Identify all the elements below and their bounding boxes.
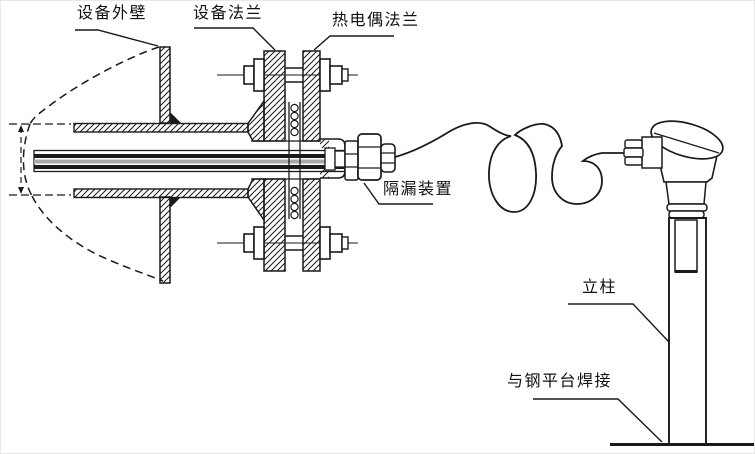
- dimension-bracket: [9, 123, 71, 196]
- label-weld-to-platform: 与钢平台焊接: [507, 373, 613, 390]
- label-leak-isolation-device: 隔漏装置: [383, 181, 454, 198]
- probe-in-column: [674, 219, 698, 273]
- support-column: [668, 217, 707, 444]
- label-column: 立柱: [582, 279, 618, 296]
- neck-ring-1: [666, 203, 708, 212]
- cable-gland-rings: [623, 139, 644, 166]
- head-taper: [665, 181, 707, 205]
- flange-bolt-bottom: [217, 226, 358, 260]
- weld-fillet-bottom: [170, 197, 181, 208]
- leader-equipment-wall: [75, 29, 159, 47]
- gasket: [288, 102, 301, 220]
- thermocouple-head: [623, 120, 724, 219]
- thermocouple-flange: [302, 50, 321, 272]
- leader-equipment-flange: [194, 27, 276, 51]
- leader-thermocouple-flange: [313, 35, 394, 51]
- vessel-dashed-outline: [22, 46, 164, 282]
- cable-entry-neck: [641, 136, 663, 169]
- ferrule: [324, 147, 336, 171]
- label-thermocouple-flange: 热电偶法兰: [332, 12, 420, 29]
- head-cap: [650, 120, 724, 160]
- neck-ring-2: [668, 210, 705, 219]
- label-equipment-wall: 设备外壁: [77, 5, 148, 22]
- compensation-cable: [394, 122, 625, 213]
- equipment-flange: [247, 50, 286, 272]
- leader-weld: [533, 398, 663, 443]
- weld-fillet-top: [170, 112, 181, 123]
- leader-leak-isolation: [363, 182, 433, 205]
- leader-lines: [75, 27, 670, 443]
- leader-column: [568, 303, 670, 343]
- thermowell-probe: [33, 149, 354, 173]
- equipment-wall: [159, 46, 181, 284]
- flange-bolt-top: [217, 58, 358, 92]
- leak-isolation-gland: [344, 133, 396, 181]
- label-equipment-flange: 设备法兰: [193, 5, 264, 22]
